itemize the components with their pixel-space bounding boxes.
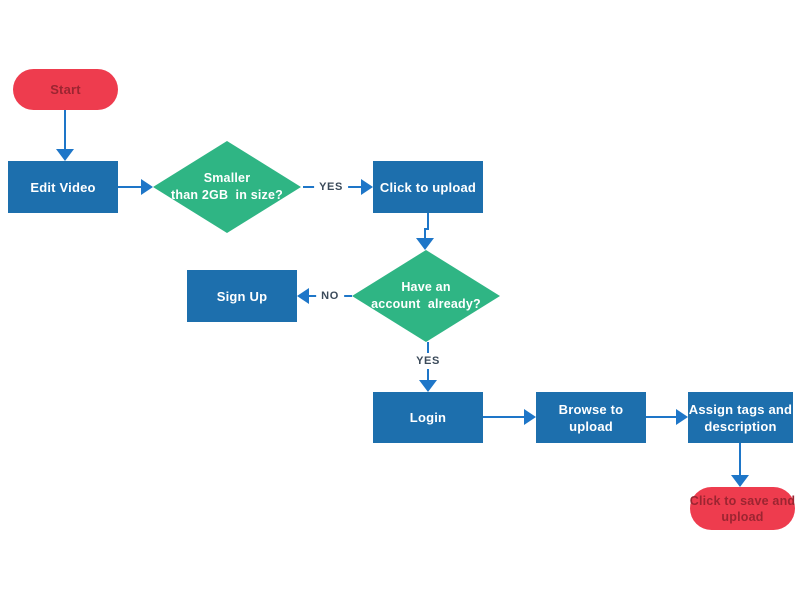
connector-start-to-edit-video [64,110,66,149]
node-assign-tags-label-line2: description [704,418,777,434]
node-login[interactable]: Login [373,392,483,443]
node-account-check-label-line2: account already? [371,297,481,311]
arrowhead-size-check-to-click-to-upload [361,179,373,195]
node-assign-tags-label-line1: Assign tags and [688,401,793,417]
arrowhead-account-check-to-sign-up [297,288,309,304]
node-save-upload-label-line1: Click to save and [689,493,796,508]
node-browse-to-upload[interactable]: Browse to upload [536,392,646,443]
arrowhead-click-to-upload-to-account-check [416,238,434,250]
node-click-to-upload[interactable]: Click to upload [373,161,483,213]
node-save-upload[interactable]: Click to save and upload [690,487,795,530]
node-size-check[interactable]: Smaller than 2GB in size? [153,141,301,233]
arrowhead-edit-video-to-size-check [141,179,153,195]
edge-label-size-yes: YES [314,179,348,195]
connector-click-to-upload-to-account-check-seg2 [424,228,429,230]
arrowhead-login-to-browse [524,409,536,425]
connector-browse-to-assign [646,416,676,418]
node-start[interactable]: Start [13,69,118,110]
arrowhead-assign-to-save [731,475,749,487]
node-account-check[interactable]: Have an account already? [352,250,500,342]
connector-click-to-upload-to-account-check-seg1 [427,213,429,229]
node-sign-up-label: Sign Up [216,288,268,304]
node-click-to-upload-label: Click to upload [379,179,477,195]
node-browse-to-upload-label-line1: Browse to [558,401,624,417]
arrowhead-browse-to-assign [676,409,688,425]
node-save-upload-label-line2: upload [721,509,764,524]
node-sign-up[interactable]: Sign Up [187,270,297,322]
node-account-check-label-line1: Have an [401,280,451,294]
node-assign-tags[interactable]: Assign tags and description [688,392,793,443]
node-login-label: Login [409,410,447,425]
node-start-label: Start [50,81,81,97]
node-size-check-label-line2: than 2GB in size? [171,188,283,202]
edge-label-account-yes: YES [411,353,445,369]
edge-label-account-no: NO [316,288,344,304]
node-size-check-label-line1: Smaller [203,171,251,185]
node-browse-to-upload-label-line2: upload [569,418,613,434]
connector-edit-video-to-size-check [118,186,141,188]
node-edit-video[interactable]: Edit Video [8,161,118,213]
arrowhead-start-to-edit-video [56,149,74,161]
connector-click-to-upload-to-account-check-seg3 [424,228,426,238]
arrowhead-account-check-to-login [419,380,437,392]
node-edit-video-label: Edit Video [30,179,96,195]
connector-assign-to-save [739,443,741,475]
connector-login-to-browse [483,416,524,418]
